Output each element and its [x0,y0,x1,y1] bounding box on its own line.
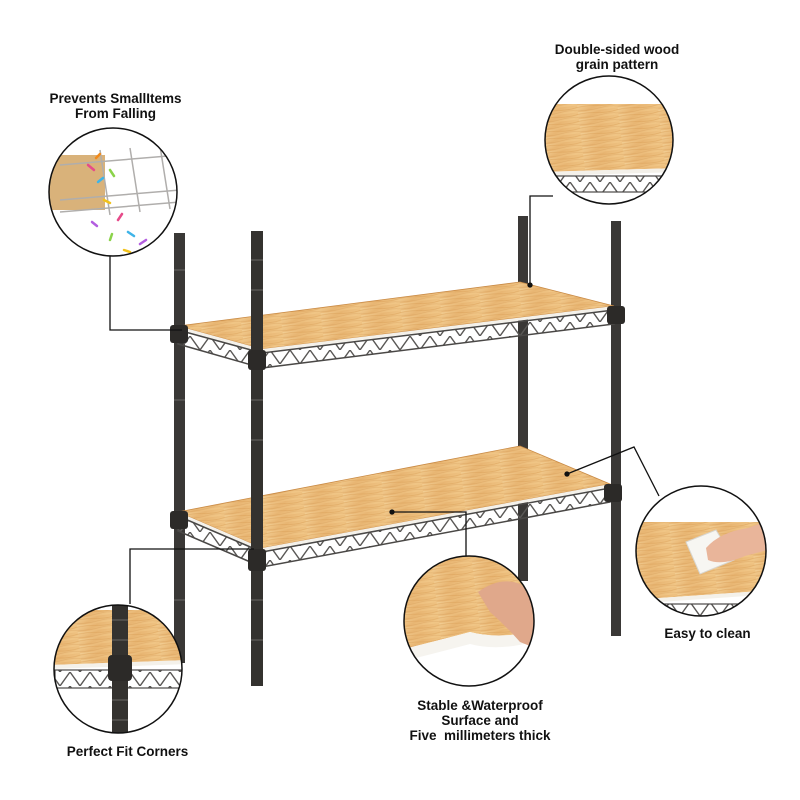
collar [604,484,622,502]
leader-lines [109,195,660,604]
leader-falling [109,254,182,331]
upper-liner-front-edge [262,306,614,352]
callout-label-wood: Double-sided wood grain pattern [527,42,707,72]
callout-circle-stable [403,555,535,687]
leader-wood [529,195,553,285]
label-line: Easy to clean [664,626,751,641]
label-line: Perfect Fit Corners [66,744,189,759]
upper-shelf [177,281,615,369]
label-line: From Falling [75,106,156,121]
rear-left-post [518,216,528,581]
label-line: Double-sided wood [554,42,680,57]
front-right-post [251,231,263,686]
collar [607,306,625,324]
peeling-hand [478,581,534,650]
collar [170,325,188,343]
callout-circle-clean [635,485,767,617]
leader-corners [129,548,254,604]
callout-label-stable: Stable &Waterproof Surface and Five mill… [380,698,580,743]
rear-right-post [611,221,621,636]
leader-clean [566,446,660,497]
label-line: Five millimeters thick [409,728,551,743]
callout-circle-corners [53,604,183,734]
label-line: Stable &Waterproof [417,698,543,713]
label-line: Prevents SmallItems [49,91,182,106]
front-left-post [174,233,185,663]
callout-label-corners: Perfect Fit Corners [40,744,215,759]
post-notches [174,259,263,641]
wiping-hand [706,518,766,563]
falling-confetti [86,152,148,254]
callout-circle-falling [48,127,178,257]
upper-liner-edge [178,326,262,352]
lower-liner-front-edge [262,484,610,551]
shelving-unit [170,216,625,686]
collar [170,511,188,529]
label-line: grain pattern [575,57,659,72]
leader-stable [392,511,467,556]
callout-circle-wood [544,75,674,205]
collar [248,549,266,571]
lower-shelf [176,445,612,569]
callout-label-falling: Prevents SmallItems From Falling [28,91,203,121]
callout-label-clean: Easy to clean [640,626,775,641]
collar [248,350,266,370]
lower-liner-edge [178,512,262,551]
label-line: Surface and [441,713,519,728]
